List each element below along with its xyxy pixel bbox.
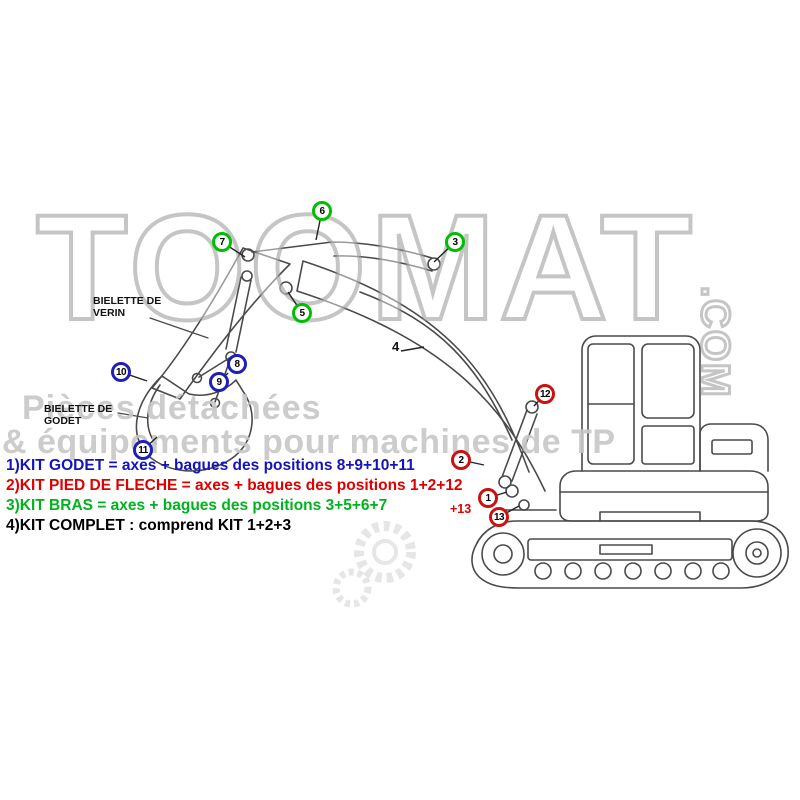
position-callout-4: 4 xyxy=(392,339,400,354)
part-label-bielette-de-verin: BIELETTE DE VERIN xyxy=(93,295,162,319)
position-marker-1: 1 xyxy=(478,488,498,508)
position-marker-8: 8 xyxy=(227,354,247,374)
position-marker-9: 9 xyxy=(209,372,229,392)
legend-line: 1)KIT GODET = axes + bagues des position… xyxy=(6,457,415,474)
legend-line: 4)KIT COMPLET : comprend KIT 1+2+3 xyxy=(6,517,292,534)
legend-extra-note: +13 xyxy=(450,502,472,516)
part-label-line1: BIELETTE DE xyxy=(44,403,113,415)
part-label-bielette-de-godet: BIELETTE DE GODET xyxy=(44,403,113,427)
position-marker-3: 3 xyxy=(445,232,465,252)
position-marker-5: 5 xyxy=(292,303,312,323)
position-marker-13: 13 xyxy=(489,507,509,527)
part-label-line2: VERIN xyxy=(93,306,126,319)
part-label-line2: GODET xyxy=(44,414,82,427)
legend-line: 2)KIT PIED DE FLECHE = axes + bagues des… xyxy=(6,477,463,494)
kit-legend: 1)KIT GODET = axes + bagues des position… xyxy=(6,456,463,536)
gear-watermark-icon xyxy=(332,521,416,608)
legend-line: 3)KIT BRAS = axes + bagues des positions… xyxy=(6,497,388,514)
position-marker-7: 7 xyxy=(212,232,232,252)
position-marker-10: 10 xyxy=(111,362,131,382)
position-marker-12: 12 xyxy=(535,384,555,404)
position-marker-6: 6 xyxy=(312,201,332,221)
part-label-line1: BIELETTE DE xyxy=(93,295,162,307)
